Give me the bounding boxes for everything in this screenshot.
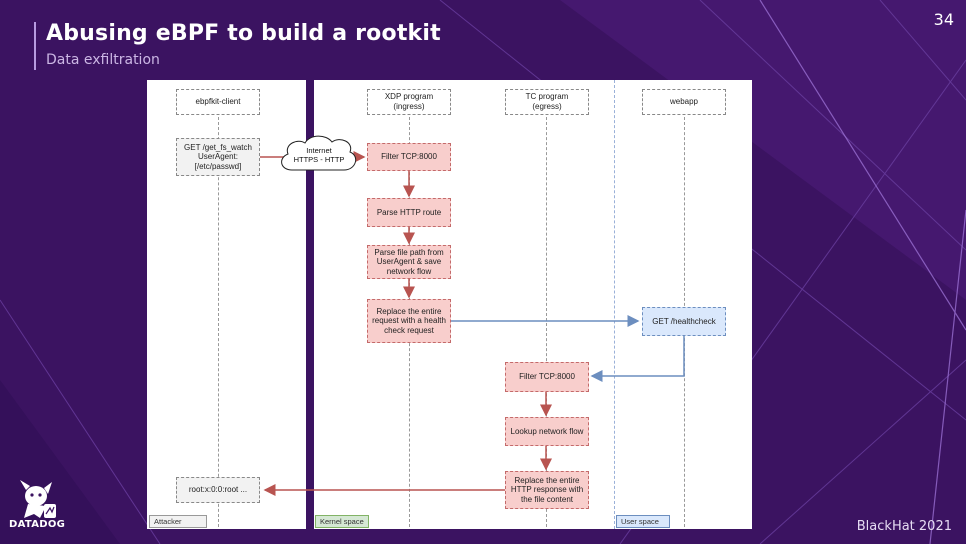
filter-tc-node: Filter TCP:8000 bbox=[505, 362, 589, 392]
page-number: 34 bbox=[933, 10, 954, 29]
client-lifeline bbox=[218, 117, 219, 527]
replace-request-node: Replace the entire request with a health… bbox=[367, 299, 451, 343]
user-zone-label: User space bbox=[616, 515, 670, 528]
parse-route-node: Parse HTTP route bbox=[367, 198, 451, 227]
attacker-zone-label: Attacker bbox=[149, 515, 207, 528]
footer-event: BlackHat 2021 bbox=[856, 519, 952, 534]
slide-subtitle: Data exfiltration bbox=[46, 52, 160, 68]
user-space-region bbox=[614, 80, 752, 529]
slide-title: Abusing eBPF to build a rootkit bbox=[46, 21, 441, 46]
result-node: root:x:0:0:root ... bbox=[176, 477, 260, 503]
lookup-flow-node: Lookup network flow bbox=[505, 417, 589, 446]
client-header: ebpfkit-client bbox=[176, 89, 260, 115]
xdp-header: XDP program (ingress) bbox=[367, 89, 451, 115]
logo-wordmark: DATADOG bbox=[9, 519, 66, 530]
datadog-logo-icon bbox=[20, 480, 56, 518]
healthcheck-node: GET /healthcheck bbox=[642, 307, 726, 336]
kernel-zone-label: Kernel space bbox=[315, 515, 369, 528]
webapp-header: webapp bbox=[642, 89, 726, 115]
internet-cloud-shape bbox=[281, 135, 357, 171]
replace-response-node: Replace the entire HTTP response with th… bbox=[505, 471, 589, 509]
request-node: GET /get_fs_watch UserAgent: [/etc/passw… bbox=[176, 138, 260, 176]
internet-cloud-label: Internet HTTPS - HTTP bbox=[293, 146, 345, 164]
title-accent-bar bbox=[34, 22, 36, 70]
filter-xdp-node: Filter TCP:8000 bbox=[367, 143, 451, 171]
tc-header: TC program (egress) bbox=[505, 89, 589, 115]
tc-lifeline bbox=[546, 117, 547, 527]
parse-path-node: Parse file path from UserAgent & save ne… bbox=[367, 245, 451, 279]
arrow-webapp-tcfilter bbox=[590, 336, 685, 382]
